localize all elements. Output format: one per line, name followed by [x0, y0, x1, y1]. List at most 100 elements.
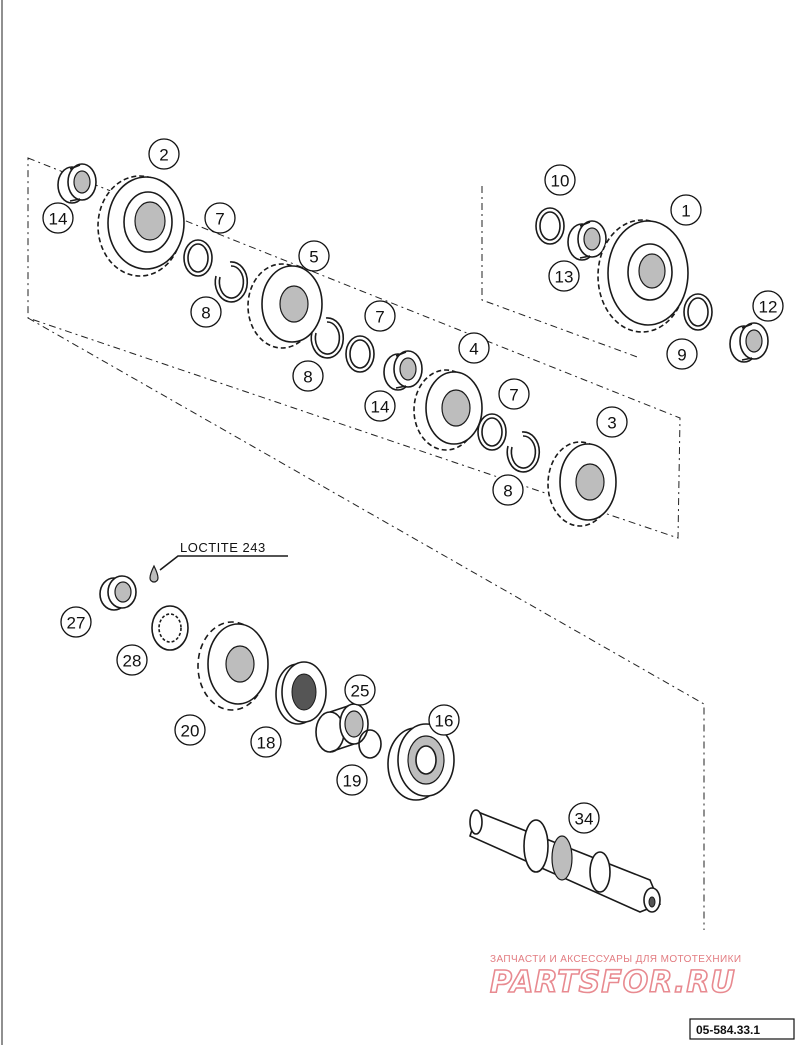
callout-number: 3 — [607, 414, 616, 433]
callout-number: 7 — [375, 308, 384, 327]
part-2-gear — [97, 175, 185, 277]
callout-number: 13 — [555, 268, 574, 287]
callout-circle — [428, 704, 460, 736]
callout-number: 1 — [681, 202, 690, 221]
callout-number: 19 — [343, 772, 362, 791]
callout-number: 28 — [123, 652, 142, 671]
callout-number: 2 — [159, 146, 168, 165]
callout-25: 25 — [344, 674, 376, 706]
loctite-drop-icon — [149, 564, 159, 583]
callout-7: 7 — [204, 202, 236, 234]
part-7-thrust-washer — [183, 239, 213, 277]
callout-number: 7 — [509, 386, 518, 405]
callout-number: 9 — [677, 346, 686, 365]
callout-14: 14 — [42, 202, 74, 234]
part-10-washer — [535, 207, 565, 245]
callout-circle — [596, 406, 628, 438]
callout-16: 16 — [428, 704, 460, 736]
callout-number: 8 — [303, 368, 312, 387]
upper-assembly-dashed-outline — [27, 157, 681, 539]
callout-circle — [492, 474, 524, 506]
callout-12: 12 — [752, 290, 784, 322]
callout-circle — [148, 138, 180, 170]
part-19-o-ring — [358, 729, 382, 759]
part-20-sprocket — [197, 621, 269, 711]
callout-number: 25 — [351, 682, 370, 701]
callout-number: 14 — [371, 398, 390, 417]
callout-circle — [364, 300, 396, 332]
callout-number: 16 — [435, 712, 454, 731]
callout-circle — [42, 202, 74, 234]
callout-circle — [336, 764, 368, 796]
callout-circle — [670, 194, 702, 226]
callout-10: 10 — [544, 164, 576, 196]
callout-number: 14 — [49, 210, 68, 229]
part-7-thrust-washer-3 — [477, 413, 507, 451]
callout-28: 28 — [116, 644, 148, 676]
callout-number: 34 — [575, 810, 594, 829]
callout-27: 27 — [60, 606, 92, 638]
callout-circle — [752, 290, 784, 322]
callout-circle — [174, 714, 206, 746]
callout-circle — [544, 164, 576, 196]
callout-number: 8 — [503, 482, 512, 501]
callout-circle — [666, 338, 698, 370]
callout-circle — [458, 332, 490, 364]
right-assembly-dashed-outline — [481, 186, 641, 359]
part-14-needle-bearing — [57, 163, 97, 204]
callout-9: 9 — [666, 338, 698, 370]
callout-1: 1 — [670, 194, 702, 226]
part-9-washer — [683, 293, 713, 331]
watermark-brand: PARTSFOR.RU — [490, 965, 736, 1000]
callout-5: 5 — [298, 240, 330, 272]
callout-8: 8 — [190, 296, 222, 328]
callout-circle — [116, 644, 148, 676]
callout-number: 18 — [257, 734, 276, 753]
callout-circle — [548, 260, 580, 292]
drawing-code: 05-584.33.1 — [696, 1023, 760, 1037]
loctite-note: LOCTITE 243 — [180, 540, 266, 555]
part-1-gear — [597, 219, 689, 333]
shaft-assembly-dashed-outline — [27, 317, 705, 930]
callout-number: 8 — [201, 304, 210, 323]
part-14-needle-bearing-2 — [383, 350, 423, 391]
part-8-circlip-3 — [506, 431, 541, 473]
callout-number: 5 — [309, 248, 318, 267]
callout-number: 4 — [469, 340, 478, 359]
watermark-caption: ЗАПЧАСТИ И АКСЕССУАРЫ ДЛЯ МОТОТЕХНИКИ — [490, 954, 741, 965]
part-4-gear — [413, 369, 483, 451]
callout-19: 19 — [336, 764, 368, 796]
callout-18: 18 — [250, 726, 282, 758]
part-16-ball-bearing — [387, 723, 455, 801]
callout-circle — [364, 390, 396, 422]
callout-number: 20 — [181, 722, 200, 741]
callout-number: 27 — [67, 614, 86, 633]
callout-circle — [298, 240, 330, 272]
callout-circle — [292, 360, 324, 392]
part-28-lock-washer — [151, 605, 189, 651]
callout-circle — [190, 296, 222, 328]
part-13-needle-bearing — [567, 220, 607, 261]
loctite-leader-line — [159, 555, 288, 571]
callout-circle — [250, 726, 282, 758]
callout-number: 12 — [759, 298, 778, 317]
part-8-circlip — [214, 261, 249, 303]
callout-circle — [204, 202, 236, 234]
part-27-collar-nut — [99, 575, 137, 611]
callout-3: 3 — [596, 406, 628, 438]
callout-4: 4 — [458, 332, 490, 364]
callout-circle — [568, 802, 600, 834]
callout-circle — [60, 606, 92, 638]
callout-7: 7 — [498, 378, 530, 410]
callout-8: 8 — [292, 360, 324, 392]
callout-14: 14 — [364, 390, 396, 422]
callout-34: 34 — [568, 802, 600, 834]
part-12-needle-bearing — [729, 322, 769, 363]
callout-7: 7 — [364, 300, 396, 332]
part-18-shaft-seal — [275, 661, 327, 725]
callout-number: 7 — [215, 210, 224, 229]
callout-13: 13 — [548, 260, 580, 292]
part-5-gear — [247, 263, 323, 349]
